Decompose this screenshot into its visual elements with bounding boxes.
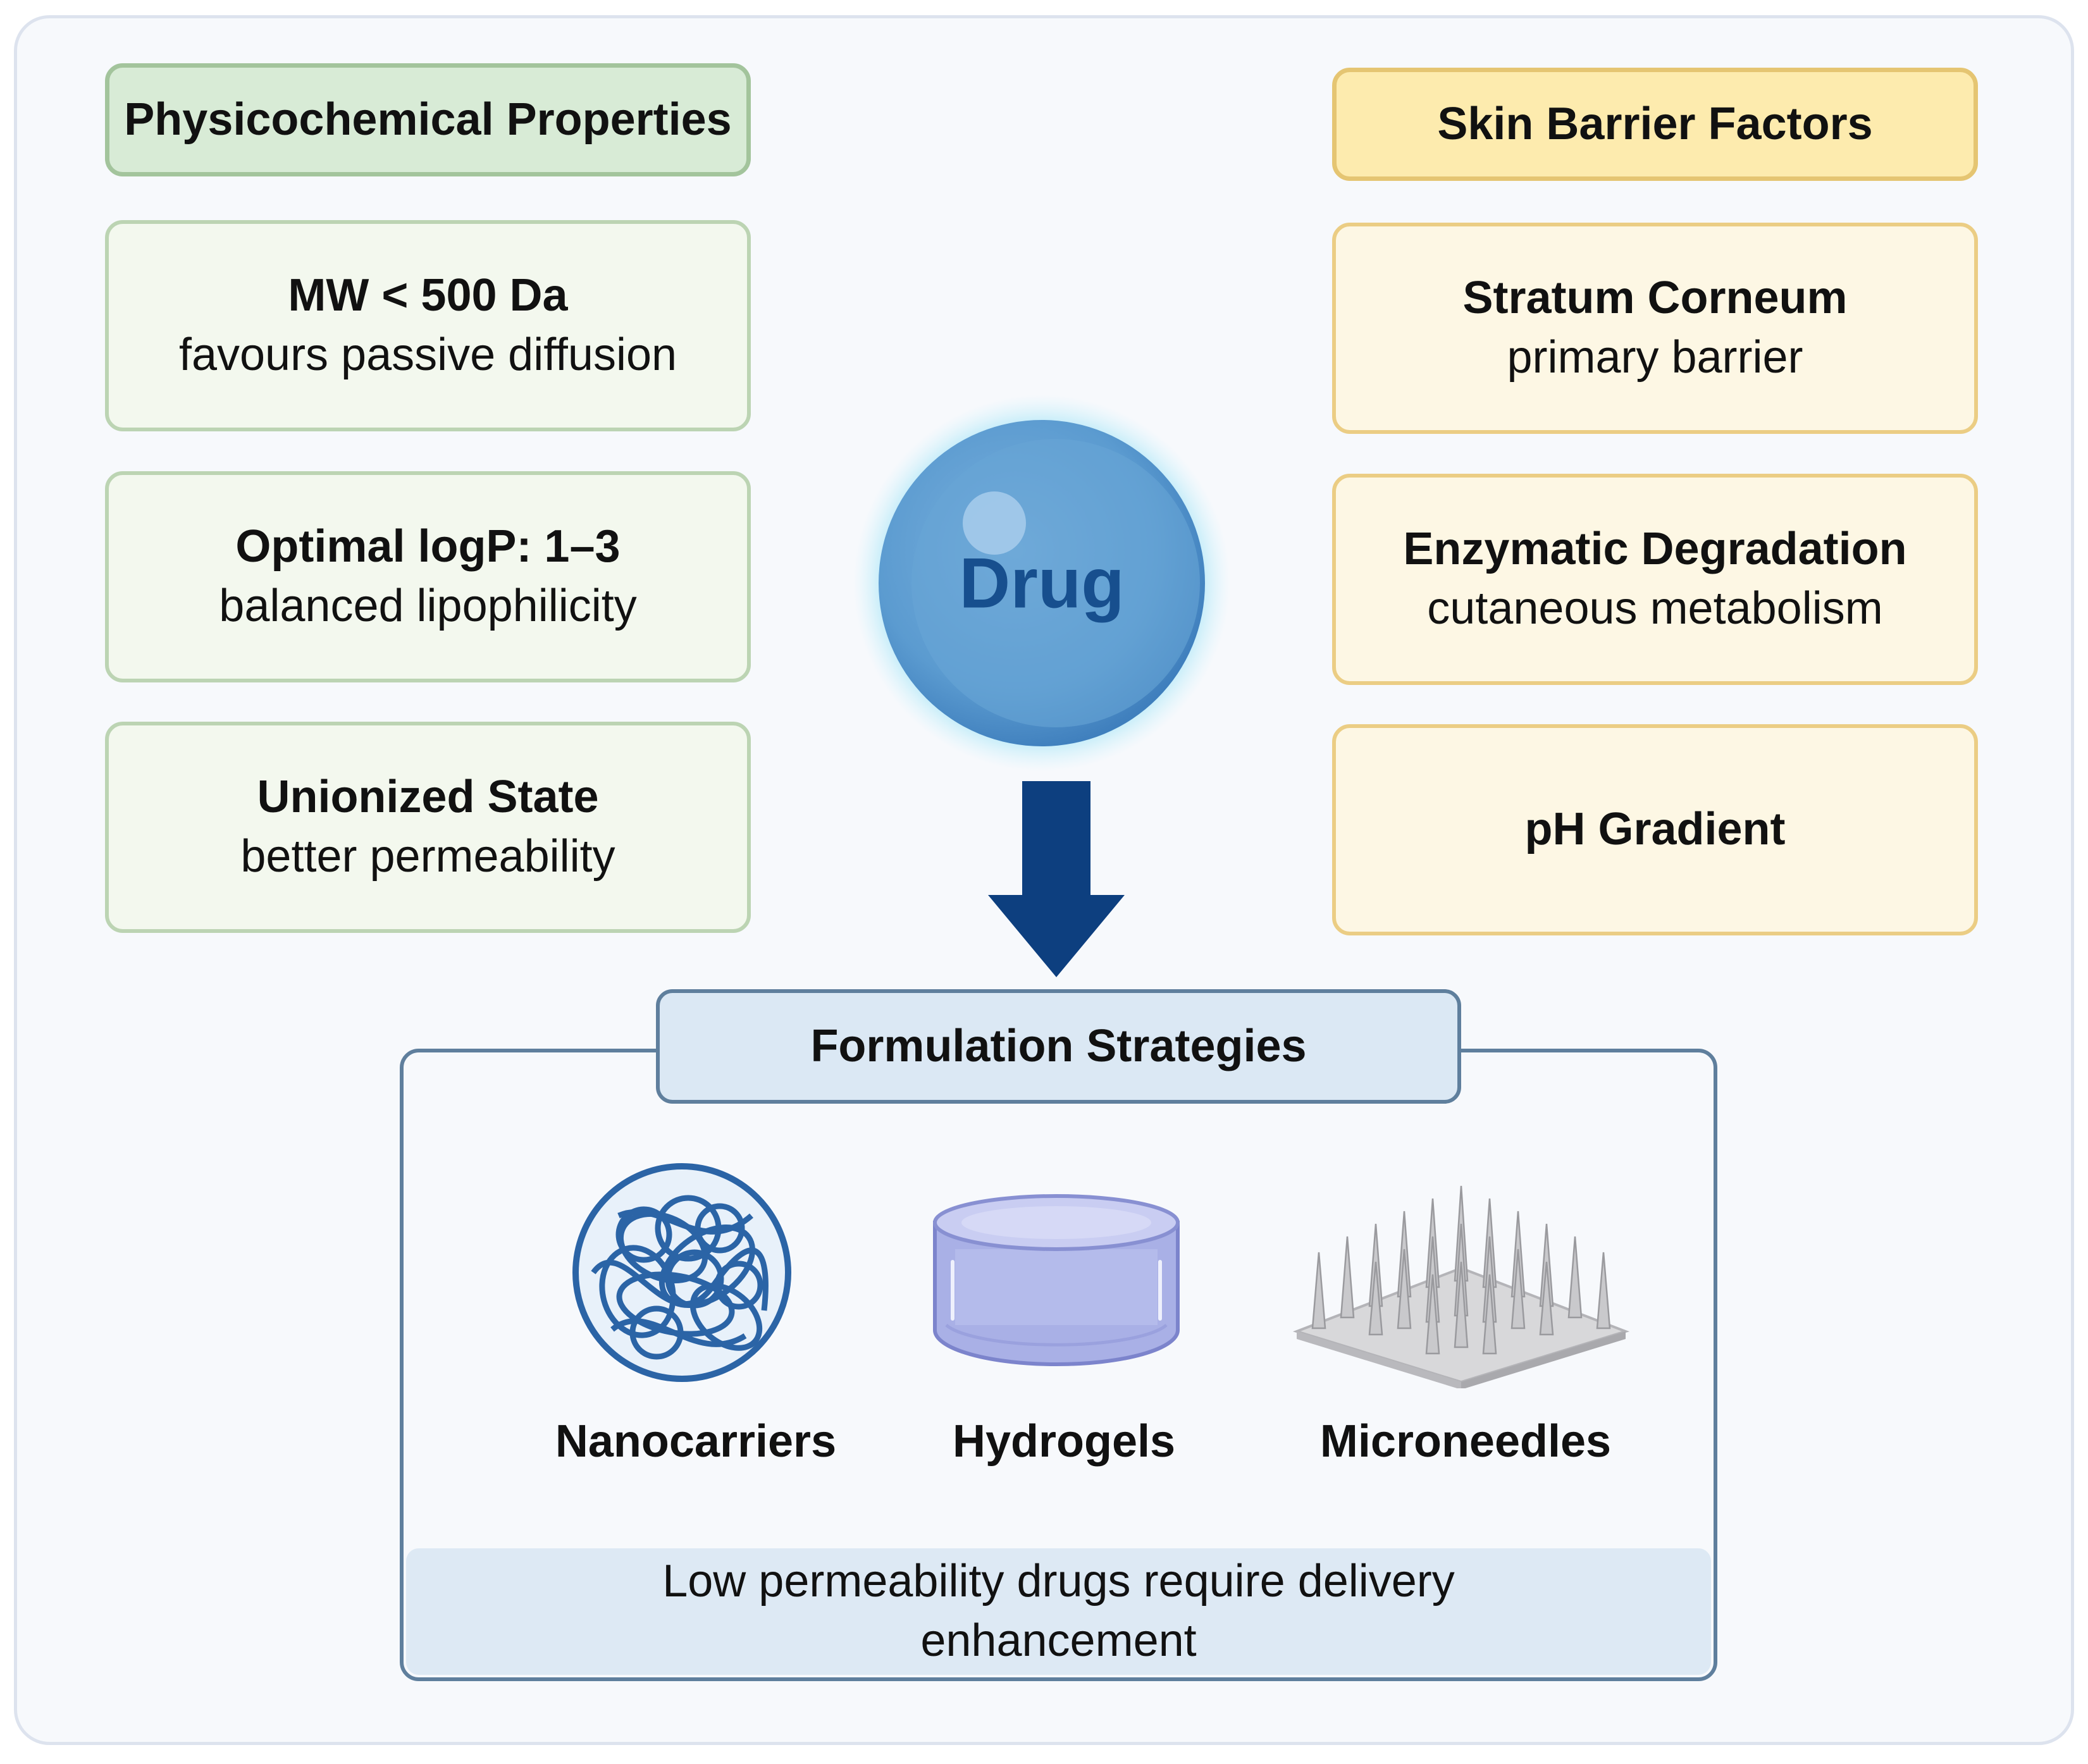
microneedle-icon [1292,1185,1630,1388]
nanocarrier-icon [572,1163,791,1382]
microneedles-label: Microneedles [1319,1416,1612,1467]
delivery-note: Low permeability drugs require delivery … [406,1548,1711,1675]
item-subtitle: favours passive diffusion [178,330,677,380]
item-title: pH Gradient [1524,804,1786,855]
skin-barrier-item-stratum: Stratum Corneum primary barrier [1332,223,1978,434]
item-title: Enzymatic Degradation [1403,524,1907,575]
hydrogels-label: Hydrogels [952,1416,1176,1467]
item-subtitle: balanced lipophilicity [219,581,637,631]
physicochemical-item-mw: MW < 500 Da favours passive diffusion [105,220,751,431]
down-arrow-icon [988,781,1125,977]
physicochemical-header-text: Physicochemical Properties [124,94,732,145]
item-title: MW < 500 Da [288,270,568,321]
physicochemical-item-logp: Optimal logP: 1–3 balanced lipophilicity [105,471,751,682]
hydrogel-icon [933,1194,1180,1366]
delivery-note-text: Low permeability drugs require delivery … [662,1556,1455,1666]
skin-barrier-header-text: Skin Barrier Factors [1437,98,1873,149]
formulation-strategies-header: Formulation Strategies [656,989,1461,1104]
skin-barrier-header: Skin Barrier Factors [1332,68,1978,181]
formulation-strategies-header-text: Formulation Strategies [810,1020,1307,1071]
skin-barrier-item-enzymatic: Enzymatic Degradation cutaneous metaboli… [1332,474,1978,685]
drug-label: Drug [959,543,1125,623]
item-title: Stratum Corneum [1462,273,1848,324]
item-title: Unionized State [257,772,599,823]
item-subtitle: better permeability [240,831,615,882]
item-subtitle: cutaneous metabolism [1427,583,1883,634]
skin-barrier-item-ph: pH Gradient [1332,724,1978,935]
drug-sphere-icon [853,395,1230,772]
nanocarriers-label: Nanocarriers [555,1416,837,1467]
physicochemical-item-unionized: Unionized State better permeability [105,722,751,933]
item-title: Optimal logP: 1–3 [235,521,621,572]
physicochemical-header: Physicochemical Properties [105,63,751,176]
item-subtitle: primary barrier [1507,332,1803,383]
